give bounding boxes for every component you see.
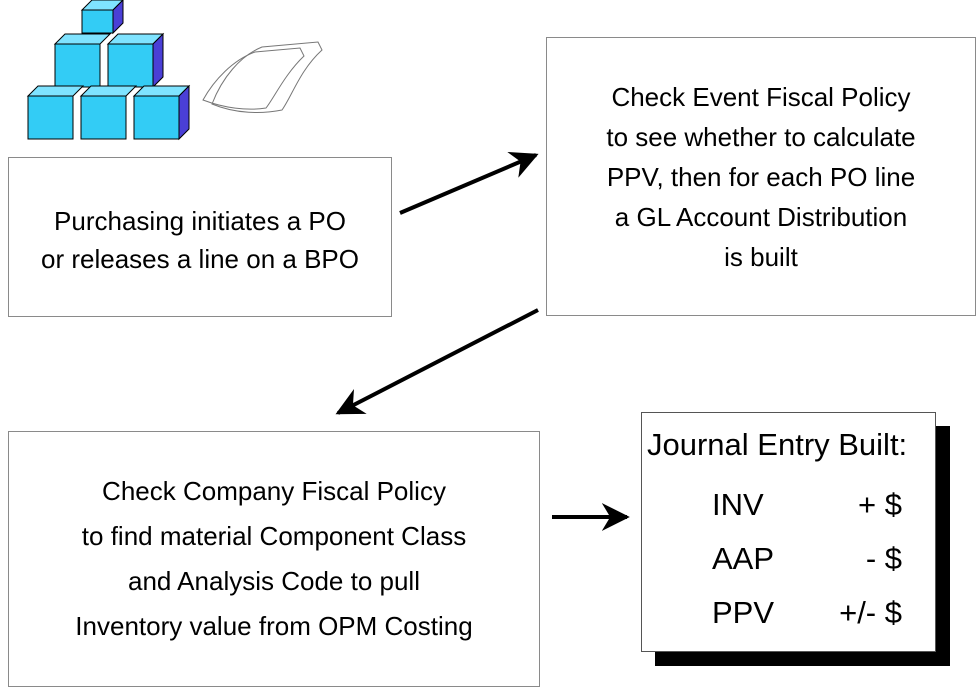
arrow-event-to-company: [335, 308, 539, 415]
journal-row-inv: INV + $: [712, 487, 912, 523]
box-text-line: a GL Account Distribution: [614, 201, 908, 232]
journal-row-label: INV: [712, 487, 764, 522]
box-text-line: Inventory value from OPM Costing: [75, 611, 473, 641]
box-text-line: Purchasing initiates a PO: [54, 206, 346, 236]
po-initiation-box: Purchasing initiates a PO or releases a …: [8, 157, 392, 317]
journal-entry-title: Journal Entry Built:: [647, 427, 908, 462]
arrow-po-to-event: [399, 152, 539, 215]
box-text-line: and Analysis Code to pull: [128, 566, 420, 596]
box-text-line: Check Company Fiscal Policy: [102, 476, 446, 506]
box-text-line: Check Event Fiscal Policy: [611, 81, 911, 112]
box-text-line: is built: [724, 241, 798, 272]
journal-row-value: +/- $: [839, 595, 902, 630]
journal-row-label: PPV: [712, 595, 775, 630]
journal-row-value: + $: [858, 487, 902, 522]
box-text-line: to find material Component Class: [81, 521, 467, 551]
journal-row-value: - $: [865, 541, 902, 576]
company-fiscal-policy-box: Check Company Fiscal Policy to find mate…: [8, 431, 540, 687]
box-text-line: PPV, then for each PO line: [606, 161, 916, 192]
box-text-line: or releases a line on a BPO: [41, 244, 359, 274]
box-text-line: to see whether to calculate: [606, 121, 916, 152]
journal-row-label: AAP: [712, 541, 775, 576]
journal-entry-box: Journal Entry Built: INV + $ AAP - $ PPV…: [641, 412, 936, 652]
paper-outline-icon: [202, 41, 323, 113]
journal-row-ppv: PPV +/- $: [712, 595, 912, 631]
cube-pyramid-icon: [26, 0, 191, 141]
event-fiscal-policy-box: Check Event Fiscal Policy to see whether…: [546, 37, 976, 316]
journal-row-aap: AAP - $: [712, 541, 912, 577]
